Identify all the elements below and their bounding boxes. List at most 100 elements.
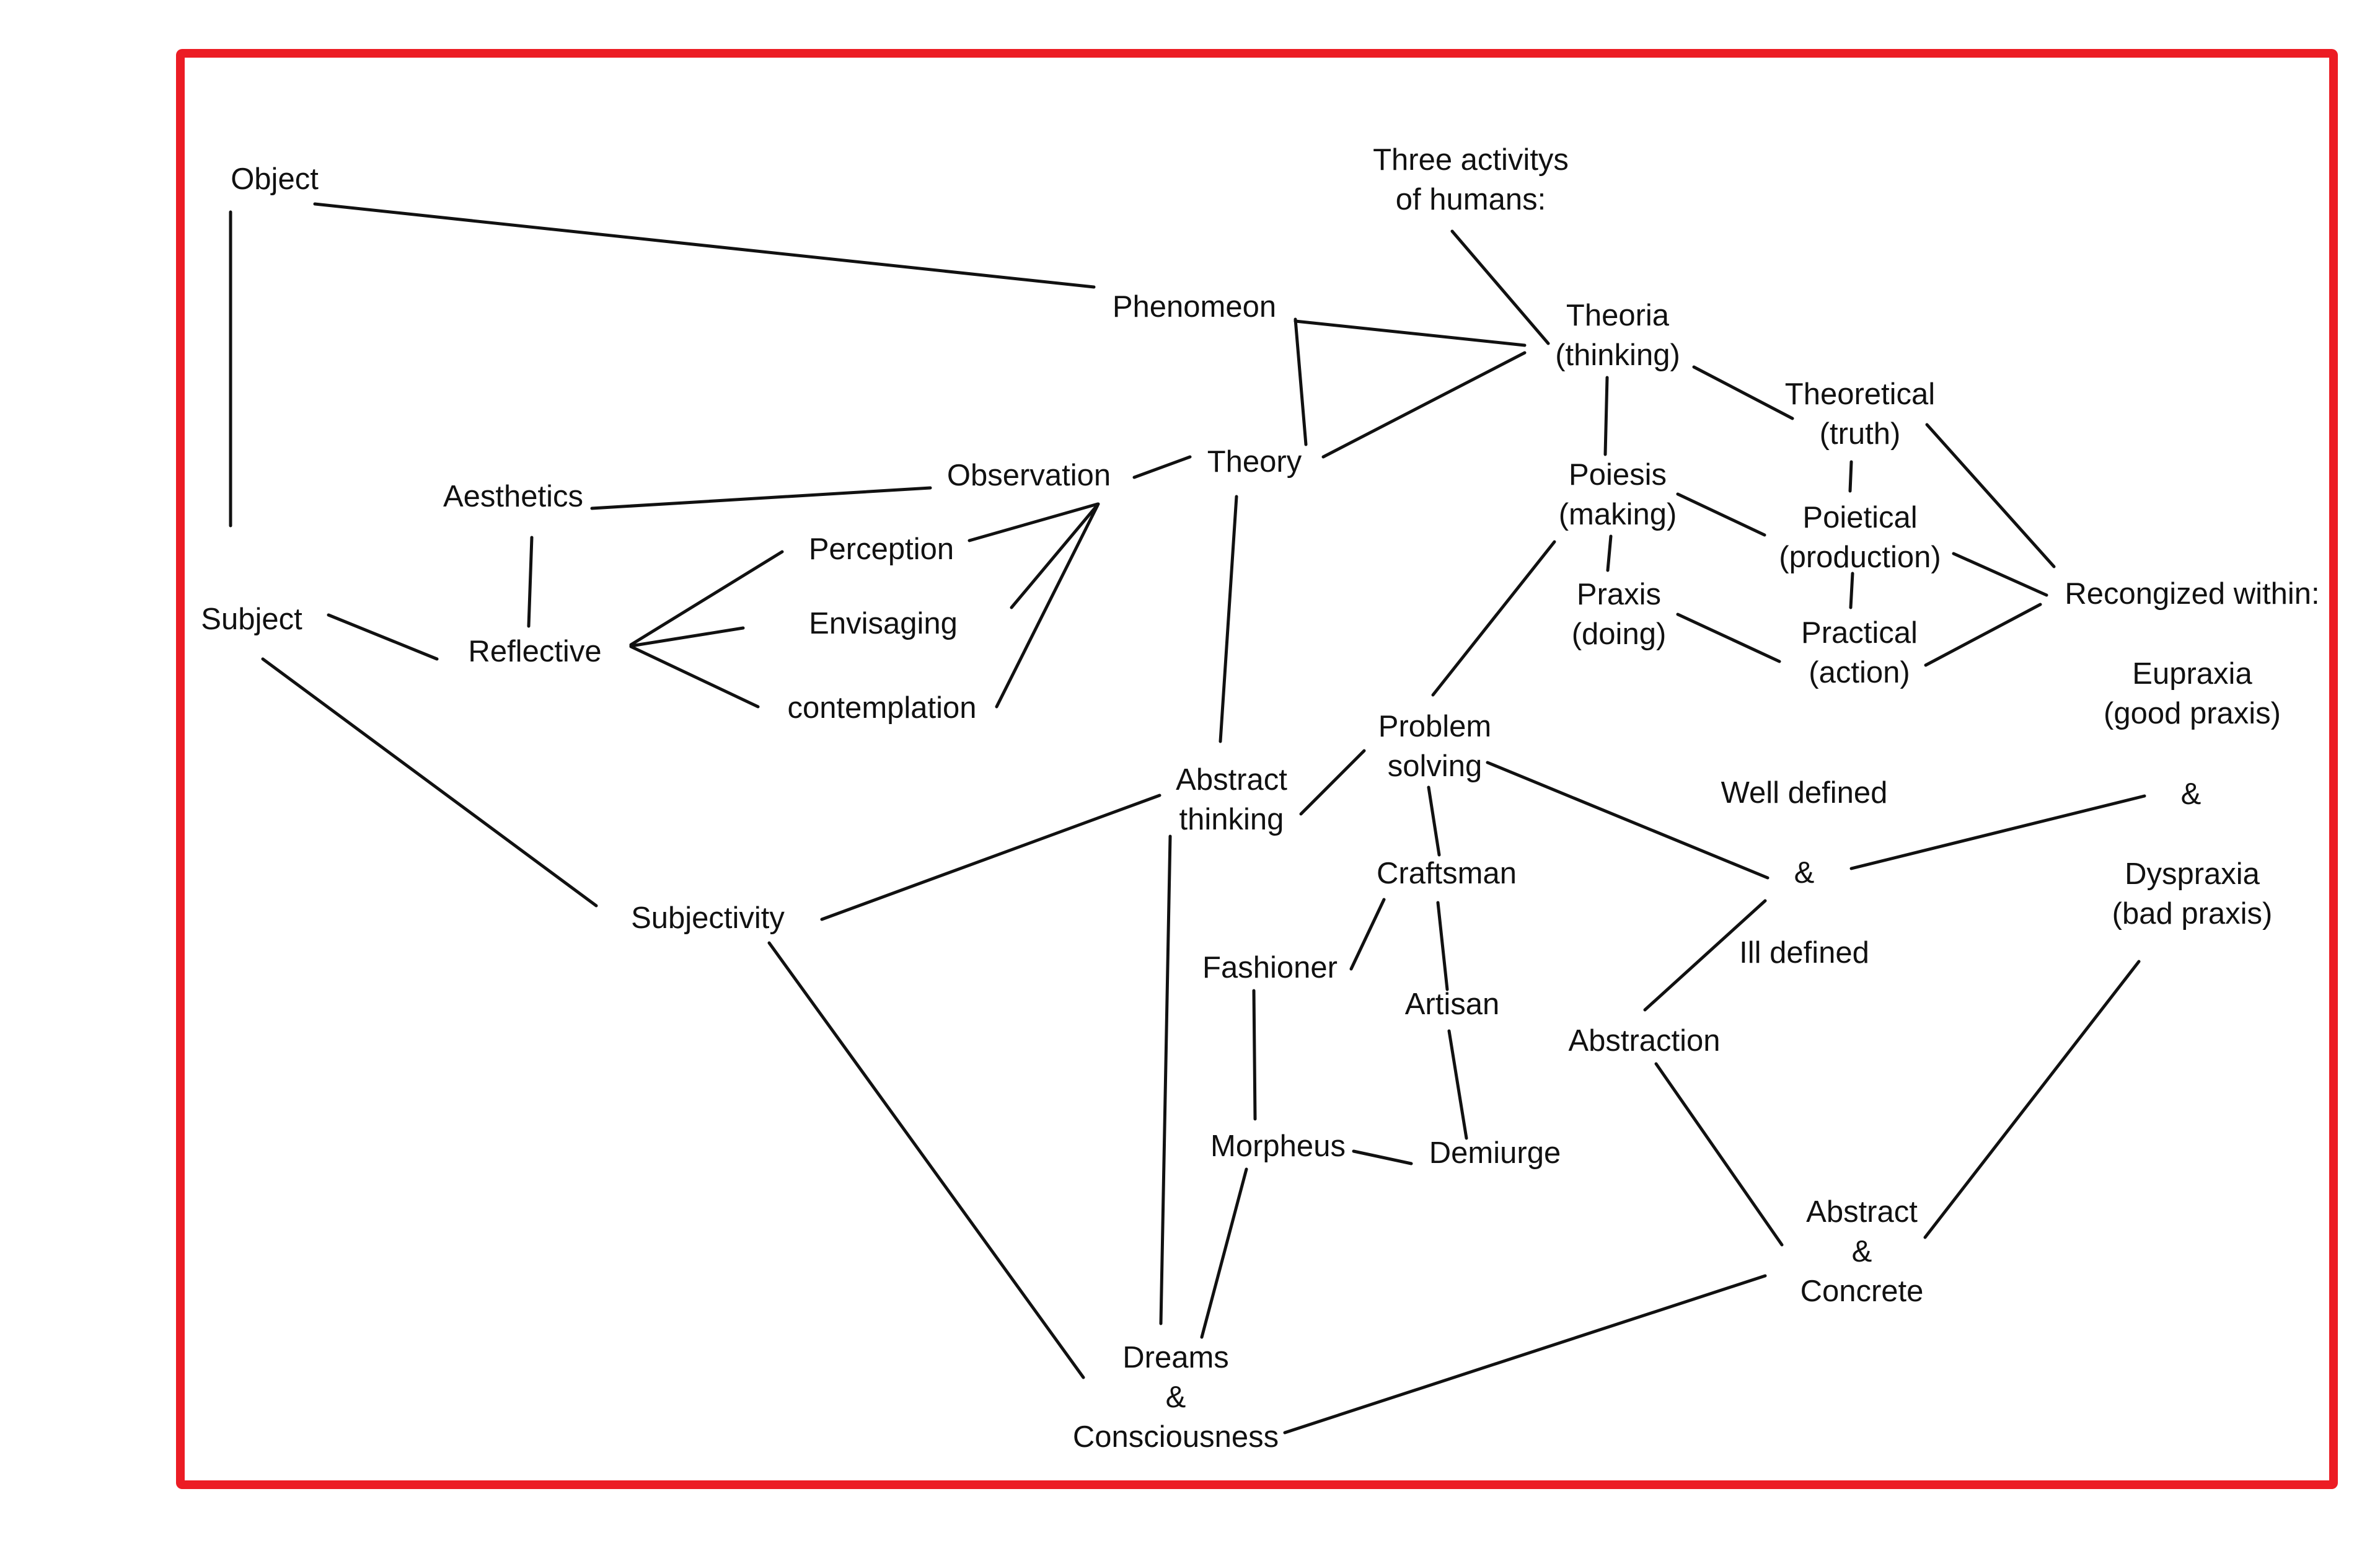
node-abstract-thinking: Abstract thinking — [1176, 760, 1287, 839]
node-theoria: Theoria (thinking) — [1555, 296, 1680, 375]
node-artisan: Artisan — [1405, 984, 1500, 1024]
link-fashioner-morpheus — [1252, 989, 1257, 1121]
link-artisan-demiurge — [1447, 1029, 1468, 1140]
node-fashioner-line-1: Fashioner — [1202, 951, 1338, 984]
node-abstract-concrete-line-3: Concrete — [1800, 1275, 1924, 1308]
node-well-defined: Well defined — [1721, 773, 1888, 813]
node-amp-right-line-1: & — [2180, 777, 2202, 811]
link-observation-aesthetics — [590, 486, 932, 510]
node-aesthetics: Aesthetics — [443, 477, 583, 516]
link-three-theoria — [1450, 229, 1550, 345]
link-poietical-recognized — [1952, 552, 2048, 597]
node-dyspraxia: Dyspraxia (bad praxis) — [2112, 854, 2273, 934]
link-reflective-contemplation — [629, 645, 760, 709]
link-theoretical-poietical — [1848, 460, 1853, 493]
node-three-line-2: of humans: — [1395, 183, 1546, 216]
link-observation-contemplation — [995, 503, 1100, 709]
link-phenomeon-theoria — [1294, 319, 1527, 347]
node-problem-line-2: solving — [1387, 749, 1483, 783]
node-perception: Perception — [809, 529, 954, 569]
node-problem-line-1: Problem — [1378, 710, 1492, 743]
node-poietical: Poietical (production) — [1779, 498, 1941, 577]
node-practical-line-1: Practical — [1801, 616, 1918, 650]
link-observation-perception — [967, 502, 1100, 542]
node-poietical-line-2: (production) — [1779, 541, 1941, 574]
link-abstract-concrete-dreams — [1283, 1274, 1767, 1435]
node-ampersand-middle: & — [1794, 853, 1815, 893]
node-dreams-consciousness: Dreams & Consciousness — [1073, 1338, 1279, 1457]
node-dreams-line-2: & — [1165, 1381, 1186, 1414]
node-dyspraxia-line-1: Dyspraxia — [2125, 857, 2260, 891]
node-morpheus: Morpheus — [1210, 1126, 1346, 1166]
node-demiurge: Demiurge — [1429, 1133, 1561, 1173]
node-object-line-1: Object — [231, 162, 319, 196]
node-theoretical: Theoretical (truth) — [1785, 374, 1935, 454]
node-craftsman-line-1: Craftsman — [1376, 857, 1517, 890]
node-ill-defined-line-1: Ill defined — [1739, 936, 1869, 970]
node-subjectivity: Subjectivity — [631, 898, 785, 938]
node-observation-line-1: Observation — [946, 459, 1111, 492]
node-craftsman: Craftsman — [1377, 854, 1517, 893]
node-subjectivity-line-1: Subjectivity — [631, 901, 785, 935]
node-praxis: Praxis (doing) — [1572, 575, 1667, 654]
node-abstract-concrete-line-2: & — [1851, 1235, 1872, 1268]
link-subjectivity-dreams — [767, 941, 1085, 1379]
node-object: Object — [231, 159, 319, 199]
link-practical-recognized — [1924, 603, 2042, 667]
link-abstract-thinking-subjectivity — [820, 794, 1161, 921]
link-poiesis-poietical — [1676, 492, 1766, 537]
node-abstract-thinking-line-2: thinking — [1179, 803, 1284, 836]
node-abstraction-line-1: Abstraction — [1568, 1024, 1721, 1058]
link-theory-abstract-thinking — [1219, 495, 1238, 743]
node-three-line-1: Three activitys — [1373, 143, 1569, 177]
link-observation-envisaging — [1010, 502, 1100, 609]
link-theory-theoria — [1321, 351, 1527, 459]
link-abstract-thinking-dreams — [1159, 834, 1172, 1325]
node-recognized-line-1: Recongized within: — [2065, 577, 2320, 611]
link-dyspraxia-abstract-concrete — [1923, 960, 2141, 1239]
node-dyspraxia-line-2: (bad praxis) — [2112, 897, 2273, 931]
node-envisaging: Envisaging — [809, 604, 958, 643]
red-border-frame — [176, 49, 2338, 1489]
node-abstract-thinking-line-1: Abstract — [1176, 763, 1287, 797]
node-reflective: Reflective — [468, 632, 601, 671]
node-theoretical-line-1: Theoretical — [1784, 378, 1936, 411]
node-amp-mid-line-1: & — [1794, 856, 1815, 890]
link-reflective-envisaging — [629, 626, 745, 648]
node-dreams-line-3: Consciousness — [1072, 1420, 1279, 1454]
link-problem-abstract-thinking — [1299, 749, 1366, 816]
link-craftsman-fashioner — [1349, 898, 1386, 971]
link-problem-craftsman — [1427, 785, 1441, 857]
node-artisan-line-1: Artisan — [1404, 988, 1500, 1021]
link-amp-abstraction — [1643, 899, 1767, 1012]
node-contemplation: contemplation — [787, 688, 976, 728]
link-morpheus-demiurge — [1352, 1149, 1413, 1165]
node-ill-defined: Ill defined — [1739, 933, 1869, 973]
node-theory: Theory — [1207, 442, 1302, 482]
node-morpheus-line-1: Morpheus — [1210, 1130, 1346, 1163]
link-theory-observation — [1132, 455, 1192, 479]
node-subject: Subject — [201, 599, 302, 639]
node-envisaging-line-1: Envisaging — [809, 607, 958, 640]
node-abstraction: Abstraction — [1568, 1021, 1720, 1061]
node-aesthetics-line-1: Aesthetics — [443, 480, 584, 513]
link-phenomeon-theory — [1294, 317, 1308, 446]
node-eupraxia: Eupraxia (good praxis) — [2104, 654, 2281, 733]
link-problem-amp — [1486, 761, 1770, 880]
node-ampersand-right: & — [2181, 774, 2202, 814]
node-contemplation-line-1: contemplation — [787, 691, 977, 725]
node-practical: Practical (action) — [1801, 613, 1918, 692]
node-praxis-line-1: Praxis — [1576, 578, 1662, 611]
node-problem-solving: Problem solving — [1378, 707, 1491, 786]
node-theoretical-line-2: (truth) — [1819, 417, 1901, 451]
node-observation: Observation — [947, 456, 1111, 495]
node-theory-line-1: Theory — [1207, 445, 1302, 479]
node-theoria-line-2: (thinking) — [1555, 338, 1680, 372]
link-theoretical-recognized — [1925, 423, 2056, 568]
node-reflective-line-1: Reflective — [468, 635, 602, 668]
node-praxis-line-2: (doing) — [1571, 617, 1667, 651]
link-poiesis-problem — [1431, 540, 1556, 697]
node-fashioner: Fashioner — [1202, 948, 1338, 988]
